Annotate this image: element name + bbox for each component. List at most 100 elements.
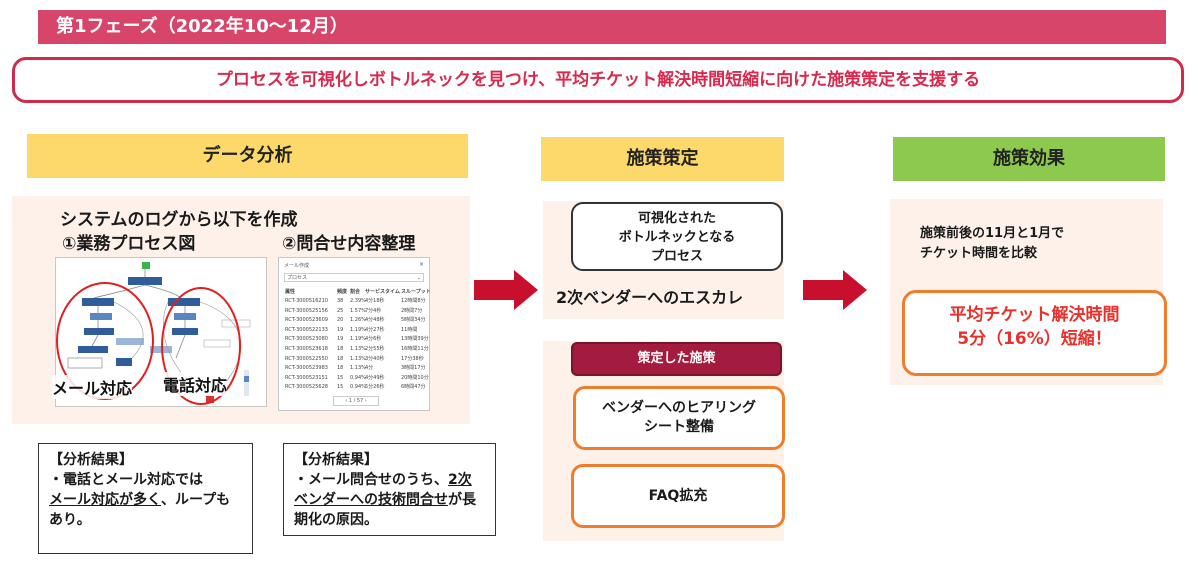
goal-banner: プロセスを可視化しボトルネックを見つけ、平均チケット解決時間短縮に向けた施策策定…	[12, 57, 1184, 103]
table-cell: 2分55秒	[365, 346, 385, 352]
table-cell: 15	[337, 384, 344, 391]
table-cell: RCT-3000516210	[285, 298, 328, 304]
result-text-highlight: 2次ベンダーへの技術問合せ	[294, 472, 472, 508]
analysis-result-box-2: 【分析結果】 ・メール問合せのうち、2次ベンダーへの技術問合せが長期化の原因。	[283, 443, 496, 536]
table-row[interactable]: RCT-3000523080 19 1.19%4分6秒 13時間39分	[285, 335, 429, 343]
table-header-row: 属性頻度割合サービスタイムスループット	[285, 288, 431, 295]
pager-text: 1 / 57	[348, 398, 364, 404]
phase-header: 第1フェーズ（2022年10〜12月）	[38, 10, 1166, 44]
table-cell: 1.26%	[350, 317, 366, 324]
table-column-header: サービスタイム	[365, 289, 400, 295]
table-cell: 0.94%	[350, 374, 366, 381]
effect-result-line: 5分（16%）短縮！	[957, 329, 1112, 349]
bottleneck-box: 可視化された ボトルネックとなる プロセス	[571, 202, 783, 271]
table-cell: 25	[337, 307, 344, 314]
table-cell: RCT-3000523080	[285, 336, 328, 343]
table-cell: 5分26秒	[365, 384, 385, 391]
mail-label: メール対応	[52, 375, 133, 399]
table-cell: 4分27秒	[365, 326, 385, 333]
measure-box-1: ベンダーへのヒアリング シート整備	[573, 386, 785, 450]
mail-highlight-oval	[56, 282, 154, 400]
result-text: ・電話とメール対応ではメール対応が多く、ループもあり。	[49, 470, 242, 530]
table-cell: 5時間34分	[401, 317, 426, 324]
table-cell: 1.13%	[350, 365, 366, 372]
analysis-title: システムのログから以下を作成	[60, 210, 298, 230]
table-cell: 19	[337, 336, 344, 343]
phone-highlight-oval	[161, 287, 241, 405]
table-row[interactable]: RCT-3000525156 25 1.57%7分4秒 2時間7分	[285, 307, 425, 314]
phone-label: 電話対応	[163, 372, 228, 396]
table-column-header: 割合	[350, 289, 361, 295]
table-cell: 18	[337, 365, 344, 372]
table-cell: 12時間8分	[401, 298, 426, 304]
effect-description: 施策前後の11月と1月で チケット時間を比較	[920, 224, 1064, 264]
result-heading: 【分析結果】	[49, 452, 133, 468]
table-column-header: 属性	[285, 289, 296, 295]
column-header-policy: 施策策定	[541, 137, 784, 181]
filter-select[interactable]: プロセス ⌄	[284, 273, 424, 282]
filter-select-value: プロセス	[287, 275, 308, 281]
table-cell: 2時間7分	[401, 307, 423, 314]
table-cell: 19	[337, 326, 344, 333]
effect-result-line: 平均チケット解決時間	[949, 305, 1120, 325]
table-cell: RCT-3000523618	[285, 346, 328, 352]
table-cell: RCT-3000522133	[285, 326, 328, 333]
result-text-pre: ・メール問合せのうち、	[294, 472, 448, 488]
bottleneck-line: プロセス	[650, 249, 703, 264]
table-cell: 4分6秒	[365, 336, 382, 343]
table-cell: 0.94%	[350, 384, 366, 391]
table-cell: RCT-3000522550	[285, 355, 328, 362]
table-cell: 1.19%	[350, 336, 366, 343]
result-text-highlight: メール対応が多く	[49, 492, 161, 508]
table-cell: 4分	[365, 365, 374, 372]
table-column-header: 頻度	[337, 289, 348, 295]
table-cell: 20	[337, 317, 344, 324]
table-cell: 20時間10分	[401, 374, 429, 381]
analysis-item-inquiry: ②問合せ内容整理	[282, 234, 416, 254]
bottleneck-line: ボトルネックとなる	[618, 230, 736, 245]
table-cell: 18	[337, 355, 344, 362]
table-cell: RCT-3000523151	[285, 374, 328, 381]
table-cell: RCT-3000525628	[285, 384, 328, 391]
table-cell: 1.57%	[350, 307, 366, 314]
analysis-item-process-map: ①業務プロセス図	[62, 234, 196, 254]
next-page-icon[interactable]: ›	[364, 398, 367, 404]
table-cell: 16時間11分	[401, 346, 429, 352]
prev-page-icon[interactable]: ‹	[345, 398, 348, 404]
table-cell: 18	[337, 346, 344, 352]
bottleneck-line: 可視化された	[637, 211, 716, 226]
table-cell: 11時間	[401, 326, 418, 333]
table-cell: RCT-3000523983	[285, 365, 328, 372]
effect-result-box: 平均チケット解決時間 5分（16%）短縮！	[902, 290, 1167, 376]
table-row[interactable]: RCT-3000525628 15 0.94%5分26秒 6時間47分	[285, 383, 426, 391]
result-heading: 【分析結果】	[294, 452, 378, 468]
column-header-analysis: データ分析	[27, 134, 468, 178]
table-cell: 6時間47分	[401, 384, 426, 391]
table-cell: RCT-3000525156	[285, 307, 328, 314]
effect-description-line: チケット時間を比較	[920, 246, 1038, 261]
inquiry-table-thumbnail: メール作成 × プロセス ⌄ 属性頻度割合サービスタイムスループット RCT-3…	[278, 257, 431, 411]
close-icon[interactable]: ×	[418, 261, 424, 268]
table-cell: 13時間39分	[401, 336, 429, 343]
result-text-post: が長期化の原因。	[294, 492, 476, 528]
table-cell: 1.13%	[350, 355, 366, 362]
result-text-pre: ・電話とメール対応では	[49, 472, 203, 488]
pager[interactable]: ‹ 1 / 57 ›	[333, 396, 379, 406]
escalation-text: 2次ベンダーへのエスカレ	[556, 288, 744, 307]
table-cell: 7分4秒	[365, 307, 382, 314]
decided-measures-label: 策定した施策	[571, 342, 782, 376]
result-text-post: 、ループもあり。	[49, 492, 231, 528]
arrow-right-icon	[803, 270, 867, 310]
table-cell: 2.39%	[350, 298, 366, 304]
table-cell: 17分38秒	[401, 355, 424, 362]
table-cell: RCT-3000523609	[285, 317, 328, 324]
result-text: ・メール問合せのうち、2次ベンダーへの技術問合せが長期化の原因。	[294, 470, 485, 530]
chevron-down-icon: ⌄	[416, 275, 421, 281]
